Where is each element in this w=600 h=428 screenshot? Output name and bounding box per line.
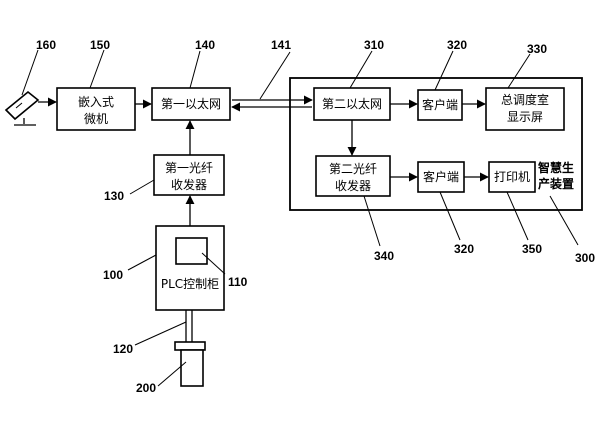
- second-ethernet-block: 第二以太网: [313, 87, 391, 121]
- smart-device-label-line1: 智慧生: [537, 160, 574, 175]
- ref-150: 150: [90, 38, 110, 52]
- ethernet-link-141: [231, 95, 313, 112]
- sensor-assembly: [174, 310, 206, 387]
- first-transceiver-label-line1: 第一光纤: [165, 161, 213, 175]
- smart-device-label-line2: 产装置: [538, 176, 574, 191]
- embedded-microcomputer-block: 嵌入式 微机: [56, 87, 136, 131]
- first-optical-transceiver-block: 第一光纤 收发器: [153, 154, 225, 196]
- camera-icon: [4, 90, 40, 126]
- embedded-microcomputer-label-line2: 微机: [84, 112, 108, 126]
- plc-inner-module: [175, 237, 208, 265]
- leader-lines: [21, 49, 579, 387]
- second-transceiver-label-line2: 收发器: [335, 178, 371, 193]
- smart-production-device-frame: [289, 77, 583, 211]
- client-top-label: 客户端: [422, 97, 458, 112]
- ref-140: 140: [195, 38, 215, 52]
- ref-100: 100: [103, 268, 123, 282]
- ref-350: 350: [522, 242, 542, 256]
- ref-320-bottom: 320: [454, 242, 474, 256]
- first-ethernet-label: 第一以太网: [161, 96, 221, 111]
- dispatch-display-label-line2: 显示屏: [507, 110, 543, 124]
- plc-label: PLC控制柜: [161, 277, 219, 291]
- client-top-block: 客户端: [417, 89, 463, 121]
- ref-320-top: 320: [447, 38, 467, 52]
- ref-130: 130: [104, 189, 124, 203]
- client-bottom-label: 客户端: [423, 169, 459, 184]
- first-transceiver-label-line2: 收发器: [171, 177, 207, 192]
- ref-300: 300: [575, 251, 595, 265]
- printer-block: 打印机: [488, 161, 536, 193]
- printer-label: 打印机: [494, 170, 530, 184]
- ref-110: 110: [228, 275, 248, 289]
- second-ethernet-label: 第二以太网: [322, 96, 382, 111]
- second-transceiver-label-line1: 第二光纤: [329, 162, 377, 176]
- ref-160: 160: [36, 38, 56, 52]
- ref-200: 200: [136, 381, 156, 395]
- ref-340: 340: [374, 249, 394, 263]
- ref-141: 141: [271, 38, 291, 52]
- ref-330: 330: [527, 42, 547, 56]
- dispatch-display-block: 总调度室 显示屏: [485, 87, 565, 131]
- ref-120: 120: [113, 342, 133, 356]
- embedded-microcomputer-label-line1: 嵌入式: [78, 95, 114, 109]
- ref-310: 310: [364, 38, 384, 52]
- plc-control-cabinet-block: PLC控制柜: [155, 225, 225, 311]
- second-optical-transceiver-block: 第二光纤 收发器: [315, 155, 391, 197]
- first-ethernet-block: 第一以太网: [151, 87, 231, 121]
- client-bottom-block: 客户端: [417, 161, 465, 193]
- dispatch-display-label-line1: 总调度室: [501, 92, 549, 107]
